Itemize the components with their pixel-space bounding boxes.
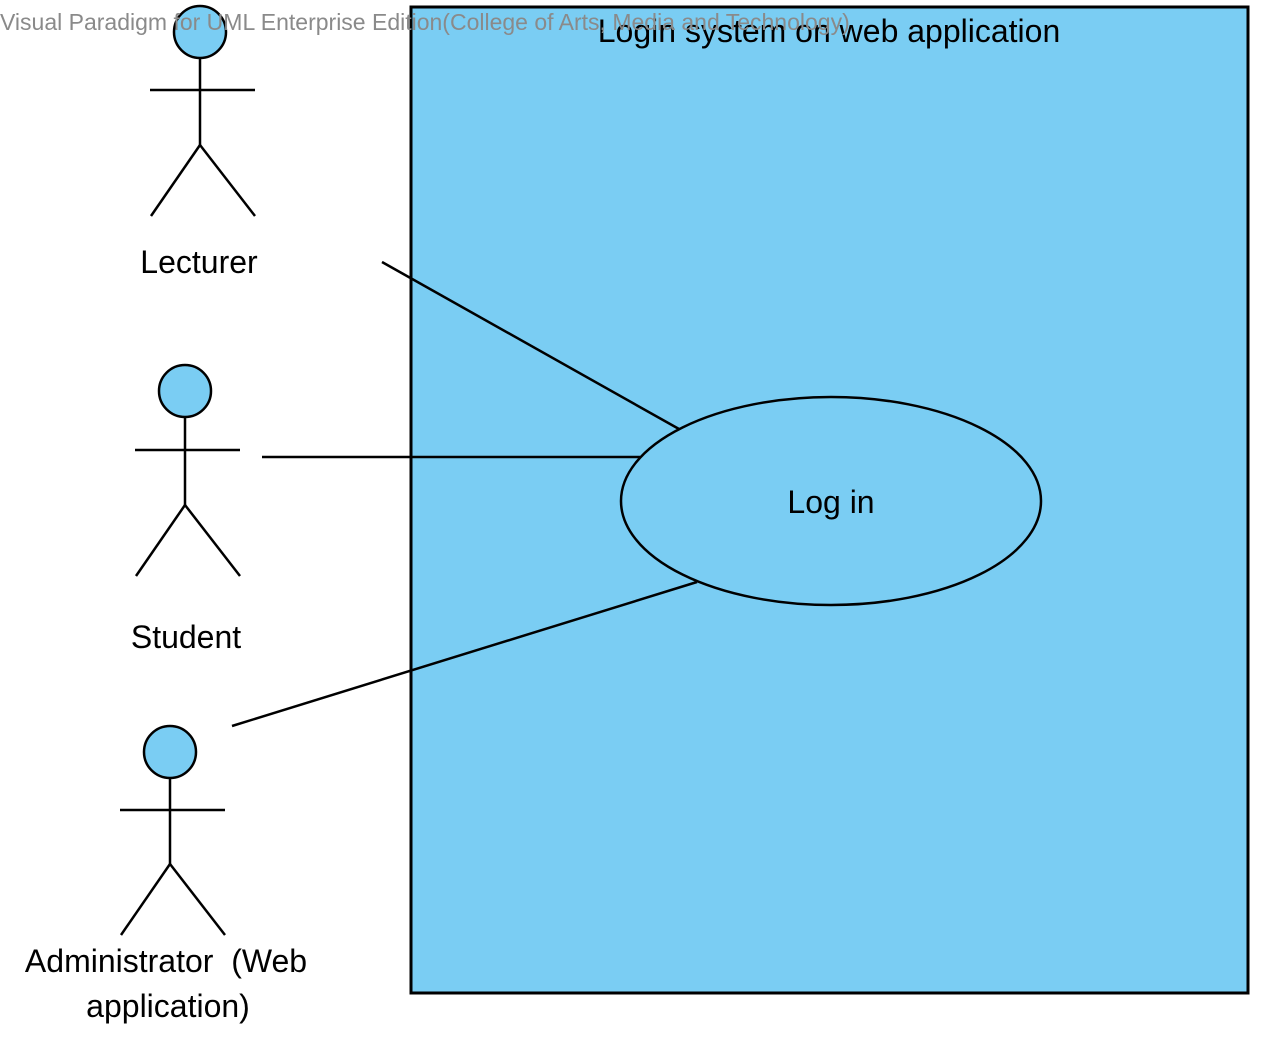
actor-administrator (119, 724, 226, 936)
use-case-login-label: Log in (787, 484, 874, 520)
actor-administrator-head (142, 724, 198, 780)
actor-student-label: Student (131, 619, 241, 655)
association-lecturer-login (381, 260, 680, 431)
association-administrator-login (231, 580, 698, 728)
system-title: Login system on web application (598, 13, 1061, 49)
use-case-login (619, 395, 1043, 607)
actor-lecturer-label: Lecturer (140, 244, 258, 280)
actor-administrator-label-line1: Administrator (Web (25, 943, 307, 979)
actor-student-head (157, 363, 213, 419)
actor-lecturer (149, 4, 256, 217)
actor-student (134, 363, 241, 577)
actor-administrator-label-line2: application) (86, 988, 250, 1024)
watermark: Visual Paradigm for UML Enterprise Editi… (0, 9, 850, 35)
